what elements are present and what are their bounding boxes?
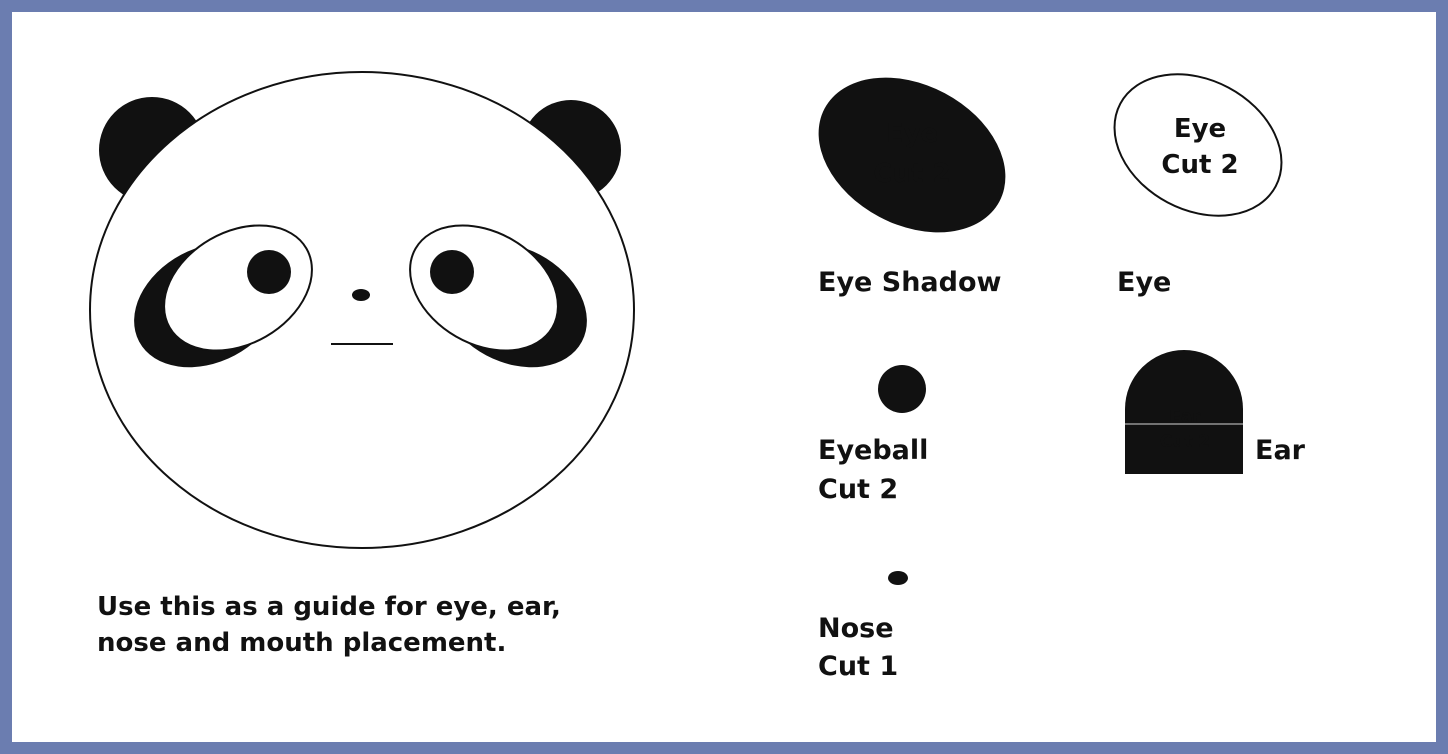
nose-label-line1: Nose	[818, 612, 894, 647]
ear-shape-text-1: Ear	[1169, 407, 1201, 427]
eye-shadow-piece: Eye Cut 2	[792, 47, 1033, 264]
eye-shape	[1090, 46, 1306, 243]
eyeball-label-line2: Cut 2	[818, 473, 898, 508]
guide-text-line1: Use this as a guide for eye, ear,	[97, 590, 561, 626]
eye-shadow-shape-text-2: Cut 2	[873, 159, 950, 189]
eyeball-label-line1: Eyeball	[818, 434, 928, 469]
left-eyeball	[247, 250, 291, 294]
panda-face-guide	[90, 72, 634, 548]
eye-shadow-shape	[792, 47, 1033, 264]
nose-piece	[888, 571, 908, 585]
eye-piece: Eye Cut 2	[1090, 46, 1306, 243]
ear-label: Ear	[1255, 434, 1305, 469]
eye-shadow-shape-text-1: Eye	[886, 119, 938, 149]
ear-shape-text-2: Cut 2	[1160, 432, 1210, 452]
nose-label-line2: Cut 1	[818, 650, 898, 685]
nose	[352, 289, 370, 301]
eye-shadow-label: Eye Shadow	[818, 266, 1001, 301]
eyeball-piece	[878, 365, 926, 413]
eye-label: Eye	[1117, 266, 1171, 301]
guide-text-line2: nose and mouth placement.	[97, 626, 506, 662]
ear-piece: Ear Cut 2	[1125, 350, 1243, 474]
right-eyeball	[430, 250, 474, 294]
eye-shape-text-2: Cut 2	[1161, 150, 1238, 180]
eye-shape-text-1: Eye	[1174, 114, 1226, 144]
